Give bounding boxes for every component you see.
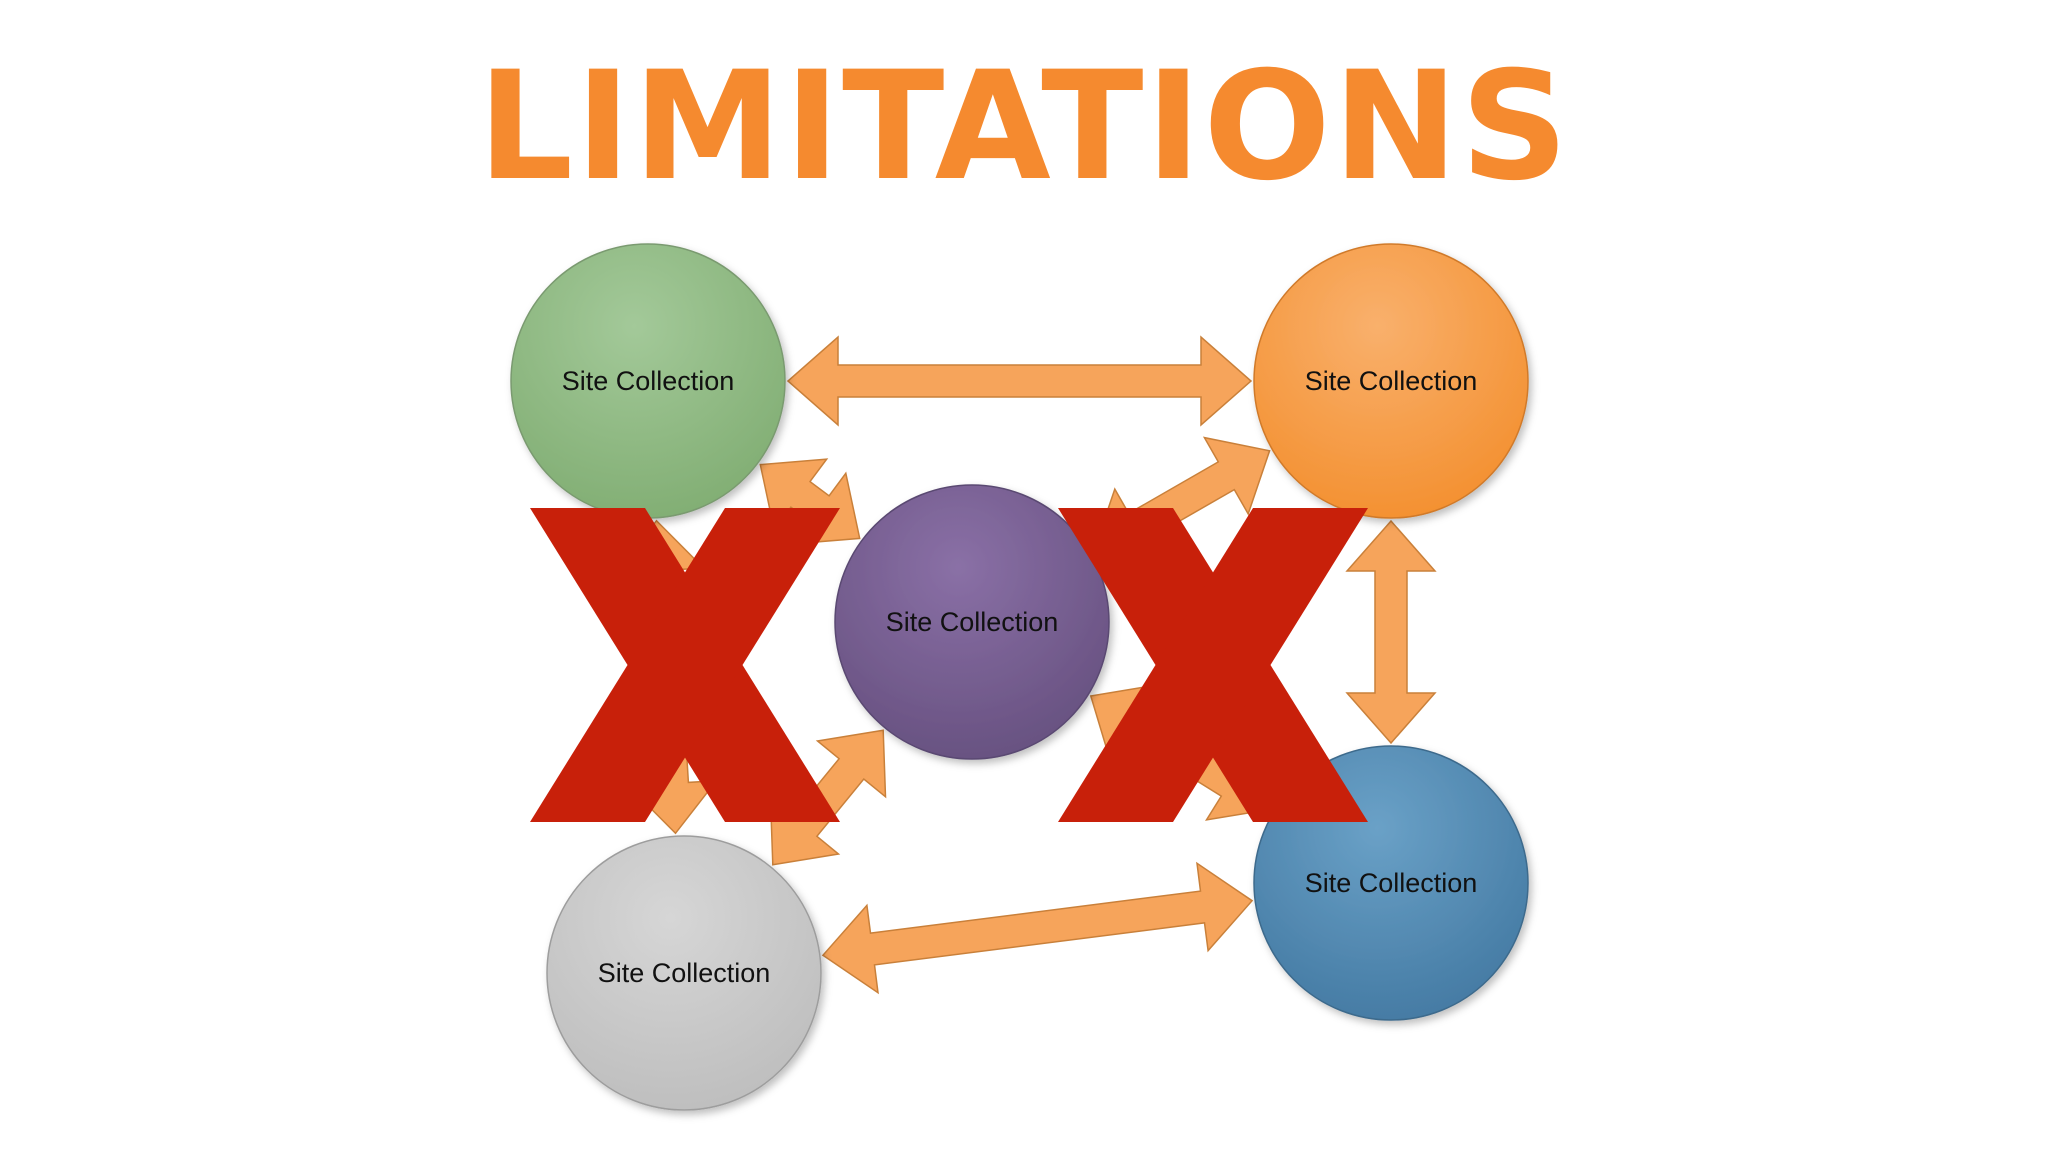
node-center-label: Site Collection bbox=[886, 607, 1059, 637]
node-bottom-right-label: Site Collection bbox=[1305, 868, 1478, 898]
arrow-center-to-bottom-left bbox=[769, 729, 887, 866]
node-top-left-label: Site Collection bbox=[562, 366, 735, 396]
arrow-top-right-to-bottom-right bbox=[1345, 519, 1437, 745]
node-bottom-left bbox=[546, 835, 822, 1111]
node-center bbox=[834, 484, 1110, 760]
node-top-right-circle bbox=[1253, 243, 1529, 519]
arrow-top-left-to-top-right bbox=[786, 335, 1253, 427]
arrow-bottom-left-to-bottom-right bbox=[821, 861, 1254, 995]
cross-left-stroke-b bbox=[530, 508, 840, 822]
node-top-right bbox=[1253, 243, 1529, 519]
page-title: LIMITATIONS bbox=[477, 40, 1571, 214]
node-center-circle bbox=[834, 484, 1110, 760]
node-bottom-left-label: Site Collection bbox=[598, 958, 771, 988]
node-bottom-left-circle bbox=[546, 835, 822, 1111]
cross-left-icon bbox=[530, 508, 840, 822]
cross-right-icon bbox=[1058, 508, 1368, 822]
cross-right-stroke-b bbox=[1058, 508, 1368, 822]
node-top-right-label: Site Collection bbox=[1305, 366, 1478, 396]
